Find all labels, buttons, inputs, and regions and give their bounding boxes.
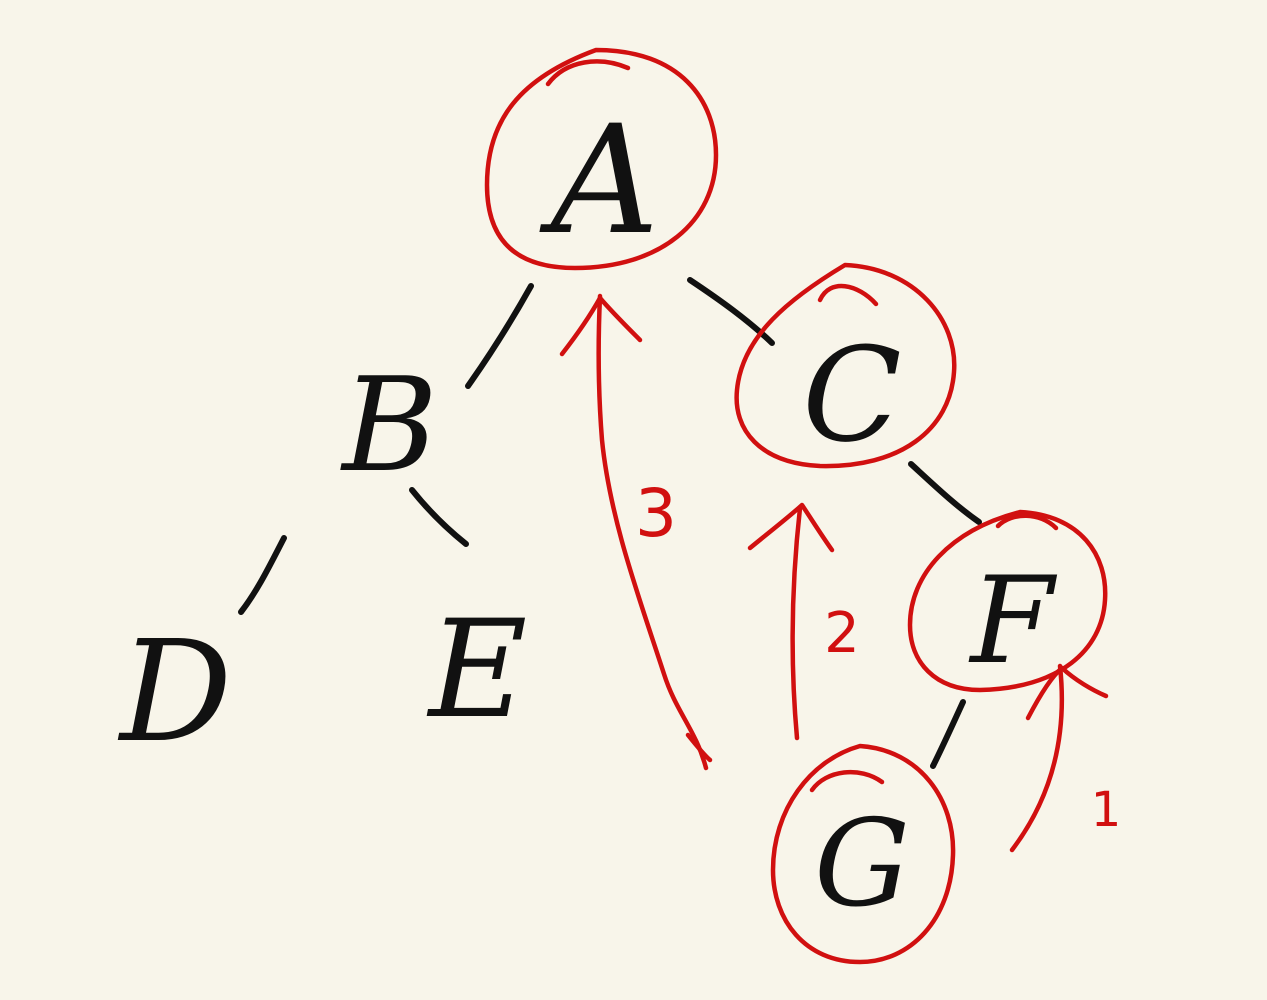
path-arrows — [559, 293, 1109, 853]
node-d-label: D — [117, 611, 232, 774]
node-c-label: C — [802, 319, 901, 471]
circle-g-flourish — [809, 769, 885, 793]
step-3-label: 3 — [635, 475, 677, 552]
edge-c-f — [908, 461, 982, 525]
circle-a-flourish — [545, 59, 631, 87]
circle-f-flourish — [995, 513, 1059, 531]
arrow-2-head — [747, 502, 835, 553]
step-2-label: 2 — [824, 601, 860, 666]
node-labels: A B C D E F G — [117, 94, 1057, 934]
arrow-3-tail — [685, 732, 713, 763]
edge-a-c — [687, 277, 775, 346]
node-b-label: B — [340, 349, 438, 501]
circle-c — [734, 262, 957, 469]
circle-c-flourish — [817, 283, 879, 307]
arrow-1-shaft — [1009, 663, 1065, 853]
circle-a — [484, 47, 719, 271]
edge-b-d — [238, 535, 287, 615]
edge-f-g — [930, 699, 966, 769]
circle-g — [770, 743, 956, 965]
edge-b-e — [409, 487, 469, 547]
node-a-label: A — [539, 94, 659, 268]
step-1-label: 1 — [1091, 782, 1122, 838]
node-g-label: G — [814, 795, 910, 934]
tree-edges — [238, 277, 982, 769]
node-e-label: E — [426, 591, 528, 748]
circle-f — [907, 509, 1108, 693]
arrow-2-shaft — [790, 505, 803, 741]
node-f-label: F — [968, 552, 1057, 691]
step-labels: 1 2 3 — [635, 475, 1121, 838]
arrow-3-shaft — [596, 293, 709, 771]
arrow-1-head — [1025, 665, 1109, 721]
arrow-3-head — [559, 295, 643, 357]
edge-a-b — [465, 283, 534, 389]
highlight-circles — [484, 47, 1108, 965]
